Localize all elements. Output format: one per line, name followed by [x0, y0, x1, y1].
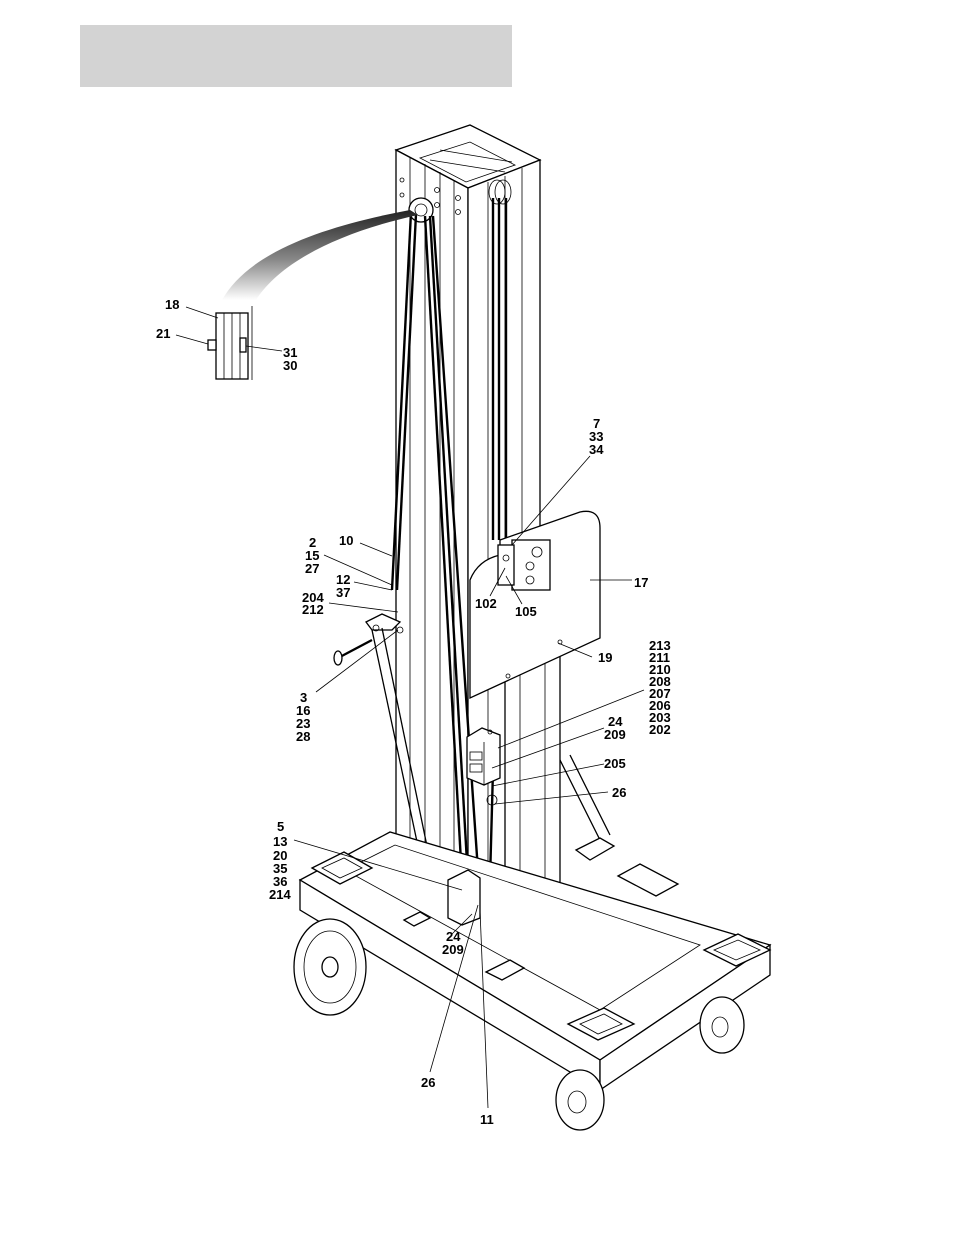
callout-34: 34 — [589, 442, 604, 457]
callout-5: 5 — [277, 819, 284, 834]
callout-28: 28 — [296, 729, 310, 744]
callout-11: 11 — [480, 1112, 494, 1127]
callout-26-upper: 26 — [612, 785, 626, 800]
callout-26-lower: 26 — [421, 1075, 435, 1090]
callout-10: 10 — [339, 533, 353, 548]
callout-13: 13 — [273, 834, 287, 849]
callout-209-lower: 209 — [442, 942, 464, 957]
callout-105: 105 — [515, 604, 537, 619]
callout-30: 30 — [283, 358, 297, 373]
detail-magnifier — [222, 210, 418, 300]
callout-21: 21 — [156, 326, 170, 341]
callout-212: 212 — [302, 602, 324, 617]
callout-18: 18 — [165, 297, 179, 312]
callout-209-upper: 209 — [604, 727, 626, 742]
callout-19: 19 — [598, 650, 612, 665]
callout-205: 205 — [604, 756, 626, 771]
callout-17: 17 — [634, 575, 648, 590]
callout-102: 102 — [475, 596, 497, 611]
callout-37: 37 — [336, 585, 350, 600]
callout-202: 202 — [649, 722, 671, 737]
callout-214: 214 — [269, 887, 291, 902]
callout-27: 27 — [305, 561, 319, 576]
